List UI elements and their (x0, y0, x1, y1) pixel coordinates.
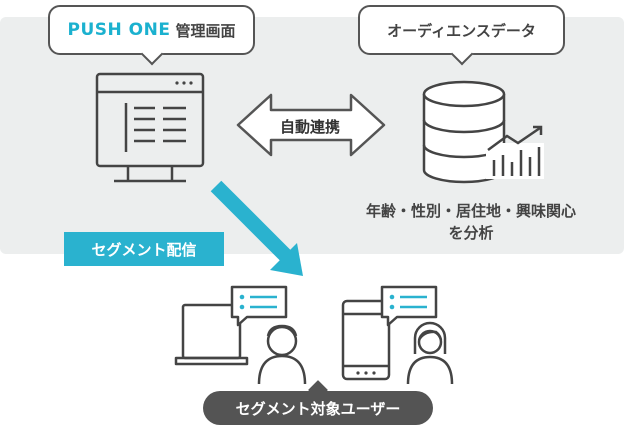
sync-arrow (236, 93, 386, 157)
audience-bubble: オーディエンスデータ (358, 5, 565, 66)
bar-chart-icon (486, 125, 544, 179)
delivery-tag: セグメント配信 (64, 232, 224, 266)
admin-bubble: PUSH ONE 管理画面 (48, 5, 255, 66)
analysis-caption-line2: を分析 (448, 224, 494, 242)
sync-label: 自動連携 (280, 118, 341, 136)
window-dots (175, 81, 193, 85)
delivery-arrow (210, 180, 303, 276)
admin-label: 管理画面 (175, 21, 236, 40)
phone-buttons (356, 371, 376, 375)
audience-label: オーディエンスデータ (387, 21, 536, 40)
chat-lines (239, 294, 277, 310)
analysis-caption-line1: 年齢・性別・居住地・興味関心 (365, 202, 576, 220)
male-user-icon (257, 324, 307, 385)
analysis-caption: 年齢・性別・居住地・興味関心 を分析 (352, 200, 590, 244)
chat-lines (389, 294, 427, 310)
female-user-icon (406, 321, 454, 385)
monitor-icon (95, 72, 205, 183)
push-one-logo: PUSH ONE (67, 20, 171, 40)
target-users-label: セグメント対象ユーザー (235, 399, 401, 418)
laptop-icon (174, 303, 249, 366)
target-users-pill: セグメント対象ユーザー (203, 380, 433, 425)
smartphone-icon (341, 299, 391, 381)
